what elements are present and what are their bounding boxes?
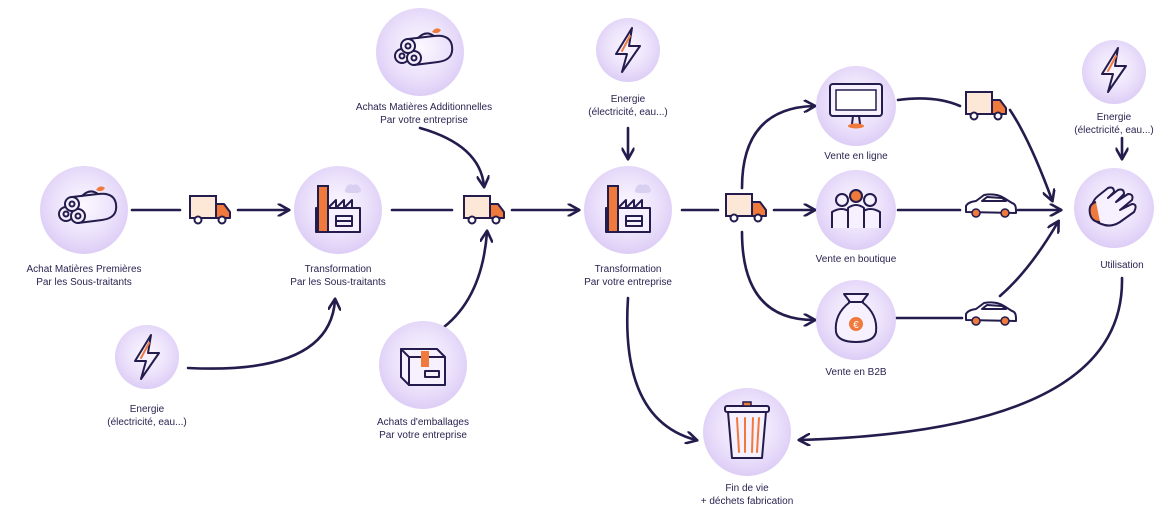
box-icon	[400, 348, 446, 386]
label-achats-emb-line1: Achats d'emballages	[377, 417, 469, 428]
people-icon	[831, 189, 881, 228]
label-energie-2-line2: (électricité, eau...)	[588, 107, 667, 118]
truck-icon	[189, 195, 231, 225]
label-energie-1-line2: (électricité, eau...)	[107, 417, 186, 428]
trash-bin-icon	[724, 401, 770, 459]
hands-icon	[1088, 186, 1137, 227]
node-energie-2: Energie (électricité, eau...)	[588, 18, 668, 118]
monitor-icon	[829, 83, 883, 129]
car-icon	[965, 193, 1017, 218]
node-utilisation: Utilisation	[1074, 168, 1154, 271]
label-achat-mp-line1: Achat Matières Premières	[26, 264, 141, 275]
node-energie-3: Energie (électricité, eau...)	[1074, 40, 1154, 136]
node-vente-en-boutique: Vente en boutique	[816, 170, 897, 265]
node-achat-matieres-premieres: Achat Matières Premières Par les Sous-tr…	[26, 166, 142, 288]
label-vente-ligne: Vente en ligne	[824, 151, 888, 162]
node-achats-matieres-additionnelles: Achats Matières Additionnelles Par votre…	[356, 8, 492, 126]
label-energie-3-line2: (électricité, eau...)	[1074, 125, 1153, 136]
node-fin-de-vie: Fin de vie + déchets fabrication	[701, 388, 794, 507]
money-bag-icon: €	[834, 293, 878, 343]
label-vente-boutique: Vente en boutique	[816, 254, 897, 265]
label-utilisation: Utilisation	[1100, 260, 1143, 271]
label-fin-de-vie-line1: Fin de vie	[725, 483, 769, 494]
label-energie-2-line1: Energie	[611, 94, 646, 105]
label-achats-ma-line1: Achats Matières Additionnelles	[356, 102, 492, 113]
node-transformation-sous-traitants: Transformation Par les Sous-traitants	[290, 166, 386, 288]
svg-text:€: €	[853, 320, 859, 331]
label-vente-b2b: Vente en B2B	[825, 367, 886, 378]
label-energie-1-line1: Energie	[130, 404, 165, 415]
car-icon	[965, 301, 1017, 326]
label-achats-emb-line2: Par votre entreprise	[379, 430, 467, 441]
label-transfo-st-line2: Par les Sous-traitants	[290, 277, 386, 288]
truck-icon	[965, 91, 1007, 121]
label-achats-ma-line2: Par votre entreprise	[380, 115, 468, 126]
truck-icon	[463, 195, 505, 225]
label-fin-de-vie-line2: + déchets fabrication	[701, 496, 794, 507]
node-transformation-entreprise: Transformation Par votre entreprise	[584, 166, 672, 288]
label-energie-3-line1: Energie	[1097, 112, 1132, 123]
node-vente-en-ligne: Vente en ligne	[816, 66, 896, 162]
truck-icon	[725, 193, 767, 223]
label-transfo-ent-line2: Par votre entreprise	[584, 277, 672, 288]
label-transfo-ent-line1: Transformation	[595, 264, 662, 275]
flow-connectors	[130, 97, 1122, 440]
label-transfo-st-line1: Transformation	[305, 264, 372, 275]
label-achat-mp-line2: Par les Sous-traitants	[36, 277, 132, 288]
node-vente-en-b2b: € Vente en B2B	[816, 280, 896, 378]
node-achats-emballages: Achats d'emballages Par votre entreprise	[377, 321, 469, 441]
node-energie-1: Energie (électricité, eau...)	[107, 325, 187, 428]
